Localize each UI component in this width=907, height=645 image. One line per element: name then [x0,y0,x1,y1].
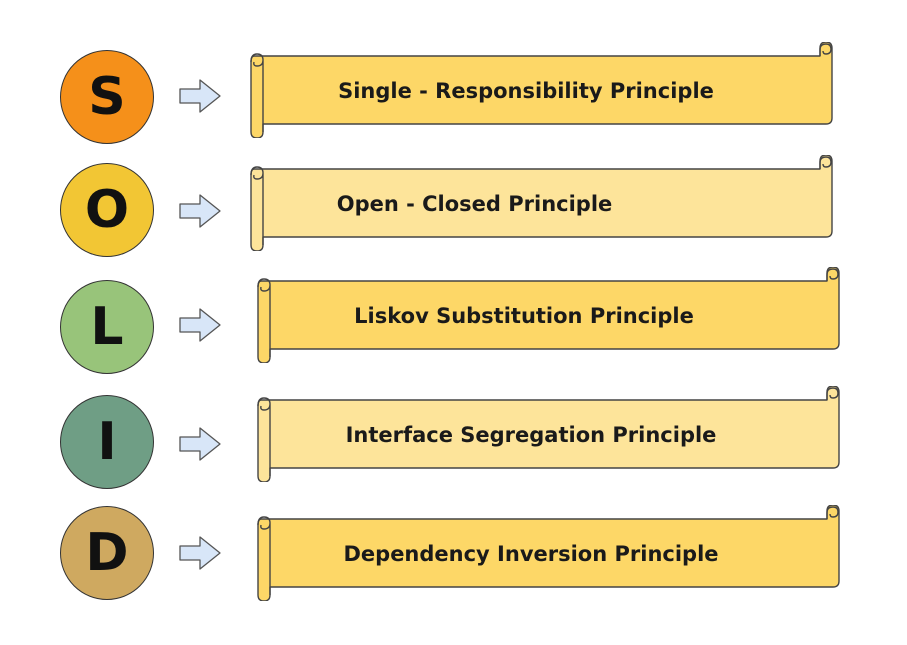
letter-circle-d: D [60,506,154,600]
principle-label-d: Dependency Inversion Principle [343,542,719,566]
letter-l: L [90,297,124,357]
letter-circle-i: I [60,395,154,489]
arrow-right-icon [179,79,221,113]
letter-d: D [85,523,129,583]
principle-row-i: I Interface Segregation Principle [0,386,907,492]
scroll-banner-o [250,155,833,251]
scroll-banner-l [257,267,840,363]
letter-circle-s: S [60,50,154,144]
scroll-banner-s [250,42,833,138]
principle-label-o: Open - Closed Principle [336,192,613,216]
letter-s: S [88,67,126,127]
letter-circle-o: O [60,163,154,257]
principle-row-l: L Liskov Substitution Principle [0,267,907,374]
principle-label-s: Single - Responsibility Principle [338,79,714,103]
principle-label-l: Liskov Substitution Principle [354,304,694,328]
principle-row-d: D Dependency Inversion Principle [0,505,907,611]
arrow-right-icon [179,194,221,228]
principle-label-i: Interface Segregation Principle [345,423,717,447]
letter-i: I [97,412,117,472]
arrow-right-icon [179,536,221,570]
scroll-banner-d [257,505,840,601]
principle-row-s: S Single - Responsibility Principle [0,42,907,148]
scroll-banner-i [257,386,840,482]
letter-o: O [84,180,130,240]
arrow-right-icon [179,308,221,342]
arrow-right-icon [179,427,221,461]
letter-circle-l: L [60,280,154,374]
principle-row-o: O Open - Closed Principle [0,155,907,261]
